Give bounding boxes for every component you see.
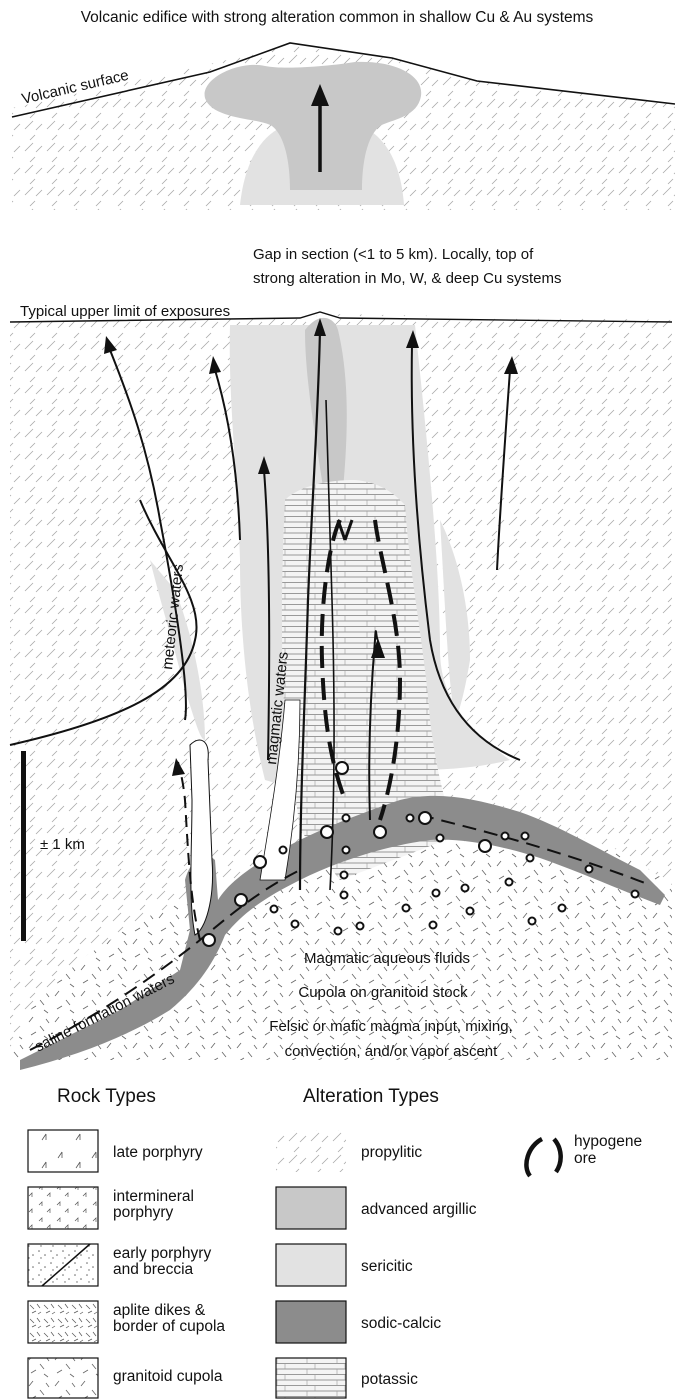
- cupola-label: Cupola on granitoid stock: [298, 984, 468, 1001]
- main-cross-section: Typical upper limit of exposures: [10, 303, 672, 1070]
- sodic-calcic-swatch: [276, 1301, 346, 1343]
- advanced-argillic-label: advanced argillic: [361, 1201, 477, 1218]
- advanced-argillic-swatch: [276, 1187, 346, 1229]
- alteration-types-title: Alteration Types: [303, 1086, 439, 1107]
- hypogene-label: hypogene: [574, 1133, 642, 1150]
- rock-types-title: Rock Types: [57, 1086, 156, 1107]
- hypogene-ore-icon: [526, 1139, 542, 1176]
- section-title: Volcanic edifice with strong alteration …: [81, 9, 594, 26]
- fluids-label: Magmatic aqueous fluids: [304, 950, 470, 967]
- granitoid-swatch: [28, 1358, 98, 1398]
- legend: Rock Types Alteration Types late porphyr…: [28, 1086, 642, 1398]
- sericitic-label: sericitic: [361, 1258, 413, 1275]
- ore-label: ore: [574, 1150, 596, 1167]
- propylitic-label: propylitic: [361, 1144, 422, 1161]
- upper-limit-label: Typical upper limit of exposures: [20, 303, 230, 320]
- scale-bar: [21, 751, 26, 941]
- intermineral-porphyry-label: intermineralporphyry: [113, 1188, 194, 1221]
- sericitic-swatch: [276, 1244, 346, 1286]
- volcanic-edifice-section: Volcanic edifice with strong alteration …: [12, 9, 675, 210]
- early-porphyry-label: early porphyryand breccia: [113, 1245, 211, 1278]
- gap-annotation: Gap in section (<1 to 5 km). Locally, to…: [253, 246, 561, 287]
- intermineral-porphyry-swatch: [28, 1187, 98, 1229]
- granitoid-cupola-label: granitoid cupola: [113, 1368, 223, 1385]
- magma-input-line2: convection, and/or vapor ascent: [285, 1043, 498, 1060]
- magma-input-line1: Felsic or mafic magma input, mixing,: [269, 1018, 512, 1035]
- aplite-label: aplite dikes &border of cupola: [113, 1302, 225, 1335]
- late-porphyry-label: late porphyry: [113, 1144, 203, 1161]
- propylitic-swatch: [276, 1130, 346, 1172]
- potassic-swatch: [276, 1358, 346, 1398]
- gap-text-line1: Gap in section (<1 to 5 km). Locally, to…: [253, 246, 534, 263]
- early-porphyry-swatch: [28, 1244, 98, 1286]
- sodic-calcic-label: sodic-calcic: [361, 1315, 441, 1332]
- aplite-swatch: [28, 1301, 98, 1343]
- gap-text-line2: strong alteration in Mo, W, & deep Cu sy…: [253, 270, 561, 287]
- late-porphyry-swatch: [28, 1130, 98, 1172]
- potassic-label: potassic: [361, 1371, 418, 1388]
- scale-label: ± 1 km: [40, 836, 85, 853]
